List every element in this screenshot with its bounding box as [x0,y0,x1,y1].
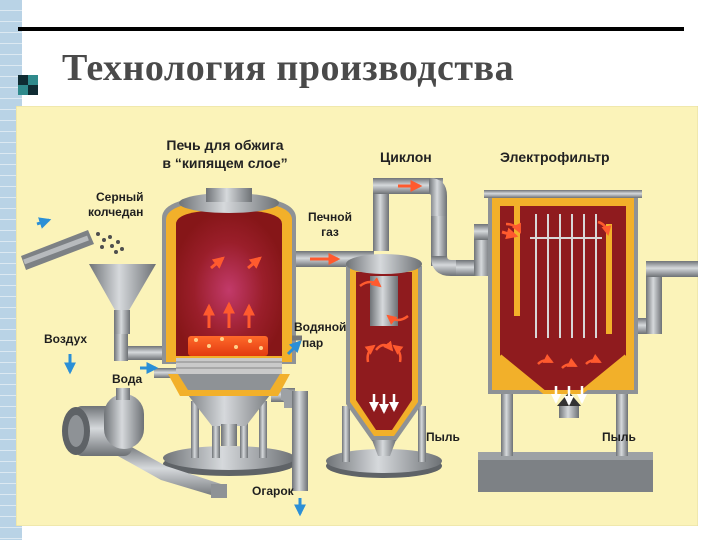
furnace-gas-label-line1: Печной [308,210,352,224]
slide-title: Технология производства [62,47,515,89]
title-bullet-icon [18,75,38,95]
cinder-label: Огарок [252,484,294,498]
water-label: Вода [112,372,143,386]
top-rule [18,27,684,31]
steam-label-line2: пар [302,336,324,350]
air-label: Воздух [44,332,88,346]
cyclone-dust-label: Пыль [426,430,460,444]
steam-label-line1: Водяной [294,320,347,334]
cyclone-title: Циклон [380,149,432,165]
pyrite-label-line1: Серный [96,190,144,204]
electrofilter-title: Электрофильтр [500,149,610,165]
process-diagram: Печь для обжига в “кипящем слое” Циклон … [16,106,698,526]
furnace-title-line2: в “кипящем слое” [162,155,288,171]
furnace-title-line1: Печь для обжига [166,137,284,153]
process-diagram-drawing [16,106,698,526]
filter-dust-label: Пыль [602,430,636,444]
furnace-gas-label-line2: газ [321,225,339,239]
pyrite-label-line2: колчедан [88,205,144,219]
